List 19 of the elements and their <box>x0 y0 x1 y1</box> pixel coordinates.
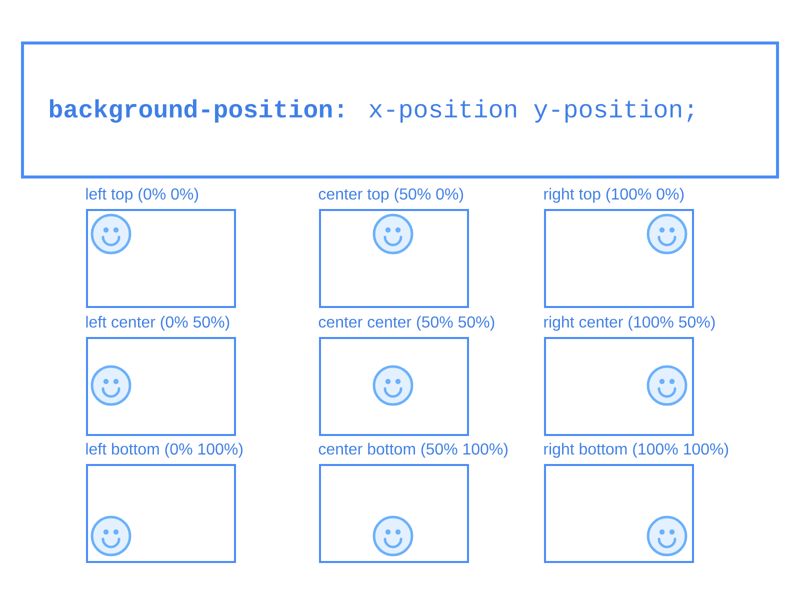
image-frame: left bottom (0% 100%) <box>86 442 242 563</box>
image-frame: left center (0% 50%) <box>86 316 236 436</box>
node-label: right center (100% 50%) <box>544 316 715 331</box>
node-label: right bottom (100% 100%) <box>544 442 728 458</box>
node-label: center center (50% 50%) <box>318 316 494 331</box>
node-label: right top (100% 0%) <box>544 188 684 203</box>
node-label: center bottom (50% 100%) <box>318 442 508 458</box>
image-frame: right top (100% 0%) <box>544 188 694 308</box>
image-frame: left top (0% 0%) <box>86 188 236 308</box>
image-frame: right center (100% 50%) <box>544 316 715 436</box>
node-label: left bottom (0% 100%) <box>86 442 242 458</box>
image-frame: center top (50% 0%) <box>318 188 469 308</box>
image-frame: center bottom (50% 100%) <box>318 442 508 563</box>
image-frame: right bottom (100% 100%) <box>544 442 728 563</box>
node-label: left center (0% 50%) <box>86 316 230 331</box>
image-frame: center center (50% 50%) <box>318 316 494 436</box>
node-label: center top (50% 0%) <box>318 188 464 203</box>
code-box: background-position: x-position y-position; <box>21 42 779 178</box>
node-label: left top (0% 0%) <box>86 188 198 203</box>
